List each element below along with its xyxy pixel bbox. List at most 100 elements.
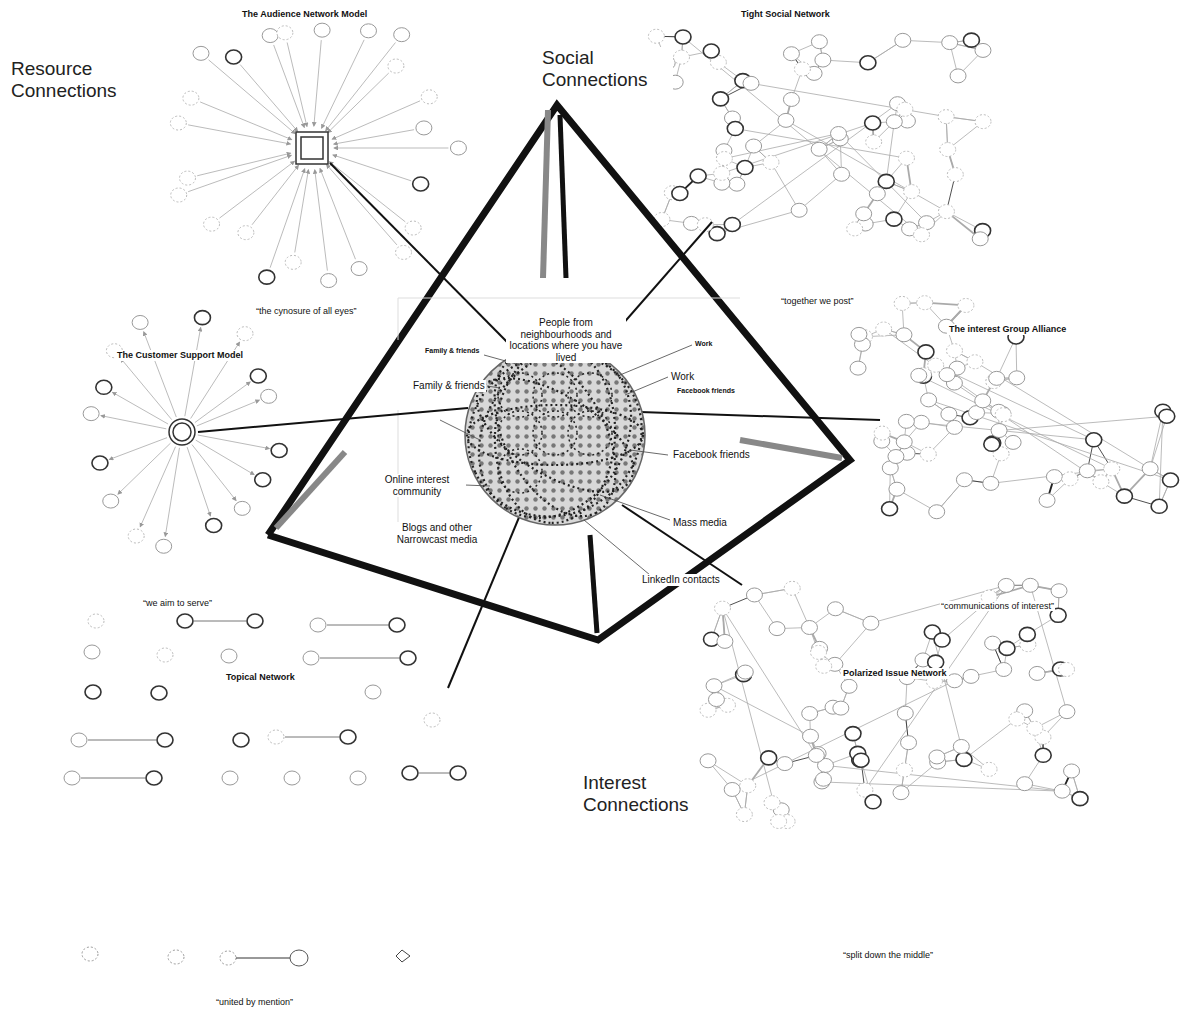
network-stroke <box>209 60 296 134</box>
corner-label: Resource Connections <box>10 58 152 102</box>
network-stroke <box>334 148 448 149</box>
network-node <box>882 502 898 516</box>
network-node <box>156 539 172 553</box>
network-node <box>394 28 410 42</box>
network-node <box>913 415 929 429</box>
network-node <box>717 634 733 648</box>
network-stroke <box>419 773 449 774</box>
network-stroke <box>839 134 927 223</box>
network-stroke <box>118 443 171 494</box>
network-node <box>247 614 263 628</box>
sphere-label: Work <box>694 340 713 348</box>
network-stroke <box>568 411 612 455</box>
network-stroke <box>498 449 542 493</box>
network-node <box>996 662 1012 676</box>
network-node <box>995 408 1011 422</box>
network-node <box>975 394 991 408</box>
network-node <box>365 685 381 699</box>
network-node <box>1163 473 1179 487</box>
network-node <box>938 110 954 124</box>
network-node <box>983 476 999 490</box>
network-stroke <box>112 392 168 424</box>
network-node <box>262 29 278 43</box>
network-node <box>716 152 732 166</box>
quote-label: “split down the middle” <box>842 950 934 960</box>
network-node <box>893 786 909 800</box>
network-node <box>310 618 326 632</box>
network-node <box>1142 462 1158 476</box>
network-node <box>85 685 101 699</box>
network-stroke <box>322 40 365 128</box>
network-node <box>1039 493 1055 507</box>
network-node <box>946 344 962 358</box>
network-node <box>897 102 913 116</box>
network-node <box>1005 435 1021 449</box>
network-node <box>351 262 367 276</box>
network-node <box>853 753 869 767</box>
network-node <box>856 207 872 221</box>
network-node <box>1079 464 1095 478</box>
network-node <box>802 729 818 743</box>
network-node <box>389 618 405 632</box>
hub-square <box>301 137 323 159</box>
network-node <box>402 766 418 780</box>
network-node <box>991 424 1007 438</box>
model-title-text: Polarized Issue Network <box>843 668 947 678</box>
network-stroke <box>314 40 321 126</box>
network-node <box>896 328 912 342</box>
network-node <box>929 505 945 519</box>
model-title-text: The Customer Support Model <box>117 350 243 360</box>
quote-label: “united by mention” <box>215 997 294 1007</box>
network-node <box>897 706 913 720</box>
network-node <box>921 393 937 407</box>
network-node <box>284 771 300 785</box>
network-stroke <box>906 421 1093 439</box>
network-stroke <box>786 120 946 211</box>
network-node <box>841 679 857 693</box>
network-node <box>898 151 914 165</box>
network-stroke <box>799 174 841 210</box>
network-stroke <box>533 373 577 417</box>
quote-label: “together we post” <box>780 296 855 306</box>
network-node <box>350 771 366 785</box>
network-node <box>690 169 706 183</box>
network-stroke <box>285 737 339 738</box>
network-node <box>942 36 958 50</box>
network-node <box>850 361 866 375</box>
network-node <box>808 748 824 762</box>
network-node <box>1093 475 1109 489</box>
network-stroke <box>121 358 172 419</box>
network-node <box>802 706 818 720</box>
network-node <box>88 614 104 628</box>
corner-label: Interest Connections <box>582 772 714 816</box>
network-stroke <box>724 134 838 159</box>
network-node <box>206 518 222 532</box>
network-node <box>673 50 689 64</box>
network-stroke <box>751 83 946 116</box>
network-node <box>183 91 199 105</box>
network-node <box>1009 371 1025 385</box>
network-node <box>1072 792 1088 806</box>
network-node <box>1022 578 1038 592</box>
network-stroke <box>81 778 145 779</box>
network-node <box>729 177 745 191</box>
network-node <box>920 447 936 461</box>
sphere-label: Facebook friends <box>676 387 736 395</box>
network-node <box>71 733 87 747</box>
network-node <box>746 139 762 153</box>
network-node <box>999 641 1015 655</box>
network-node <box>898 414 914 428</box>
network-node <box>303 651 319 665</box>
network-node <box>360 24 376 38</box>
network-node <box>917 296 933 310</box>
network-node <box>878 174 894 188</box>
network-stroke <box>198 435 270 449</box>
network-stroke <box>140 447 175 527</box>
model-title-text: The interest Group Alliance <box>949 324 1066 334</box>
network-stroke <box>194 621 246 622</box>
network-node <box>737 665 753 679</box>
network-stroke <box>683 37 922 235</box>
network-node <box>157 648 173 662</box>
model-title: The interest Group Alliance <box>947 324 1068 335</box>
network-stroke <box>329 162 405 222</box>
